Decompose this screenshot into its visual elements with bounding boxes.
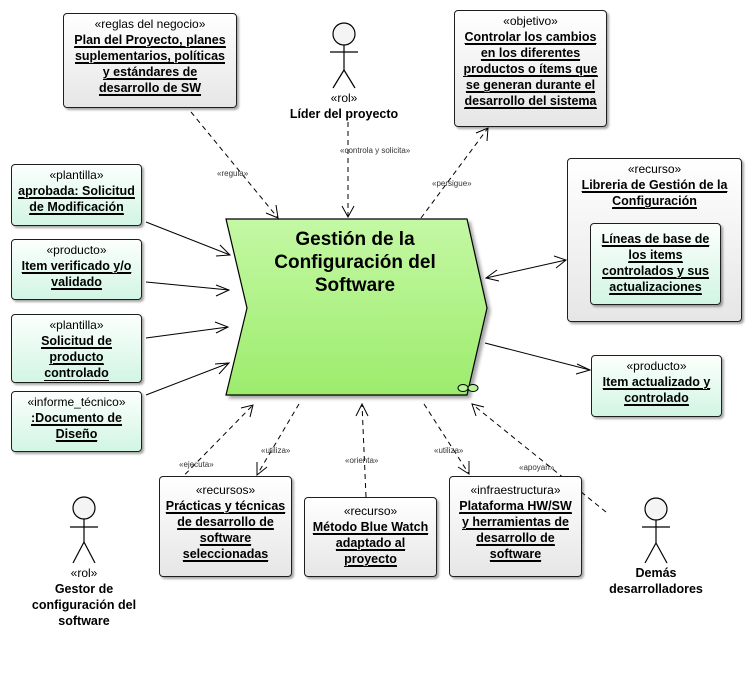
element-title-line: proyecto — [344, 552, 397, 567]
element-title-line: seleccionadas — [182, 547, 269, 562]
label-apoyan: «apoyan» — [519, 463, 555, 472]
utiliza1-connector — [256, 403, 300, 476]
orienta-connector — [361, 403, 367, 498]
label-utiliza-1: «utiliza» — [261, 446, 291, 455]
stereotype: «plantilla» — [49, 318, 104, 332]
element-title-line: Líneas de base de — [601, 232, 710, 247]
element-title-line: desarrollo de — [476, 531, 555, 546]
actor-gestor-label: «rol» Gestor de configuración del softwa… — [14, 565, 154, 629]
stereotype: «objetivo» — [503, 14, 558, 28]
actor-lider-label: «rol» Líder del proyecto — [274, 90, 414, 122]
element-item-verificado[interactable]: «producto» Item verificado y/o validado — [11, 239, 142, 300]
stereotype: «recurso» — [627, 162, 682, 176]
element-title-line: controlado — [624, 391, 689, 406]
process-chain-icon — [457, 384, 479, 392]
actor-demas-icon[interactable] — [642, 497, 670, 564]
element-title-line: controlado — [44, 366, 109, 381]
element-reglas-negocio[interactable]: «reglas del negocio» Plan del Proyecto, … — [63, 13, 237, 108]
element-practicas-tecnicas[interactable]: «recursos» Prácticas y técnicas de desar… — [159, 476, 292, 577]
process-title-line: Configuración del — [274, 252, 436, 273]
actor-name: Demás — [635, 566, 677, 580]
element-title-line: Solicitud de — [41, 334, 112, 349]
stereotype: «plantilla» — [49, 168, 104, 182]
actor-stereotype: «rol» — [330, 91, 358, 105]
element-title-line: software — [199, 531, 252, 546]
element-solicitud-producto[interactable]: «plantilla» Solicitud de producto contro… — [11, 314, 142, 383]
element-objetivo[interactable]: «objetivo» Controlar los cambios en los … — [454, 10, 607, 127]
actor-lider-icon[interactable] — [330, 22, 358, 89]
element-title-line: Plan del Proyecto, planes — [74, 33, 226, 48]
element-title-line: suplementarios, políticas — [74, 49, 226, 64]
element-plataforma-hw-sw[interactable]: «infraestructura» Plataforma HW/SW y her… — [449, 476, 582, 577]
assoc-producto2 — [484, 342, 591, 371]
element-lineas-base[interactable]: Líneas de base de los items controlados … — [590, 223, 721, 305]
element-title-line: desarrollo del sistema — [464, 94, 597, 109]
element-title-line: Diseño — [55, 427, 98, 442]
element-title-line: Plataforma HW/SW — [459, 499, 572, 514]
element-title-line: de desarrollo de — [177, 515, 274, 530]
label-regula: «regula» — [217, 169, 249, 178]
stereotype: «informe_técnico» — [27, 395, 126, 409]
process-title: Gestión de la Configuración del Software — [240, 228, 470, 297]
label-orienta: «orienta» — [345, 456, 379, 465]
element-title-line: Método Blue Watch — [312, 520, 429, 535]
element-documento-diseno[interactable]: «informe_técnico» :Documento de Diseño — [11, 391, 142, 452]
process-title-line: Software — [314, 275, 396, 296]
element-title-line: controlados y sus — [602, 264, 709, 279]
element-title-line: :Documento de — [31, 411, 122, 426]
element-title-line: y estándares de — [102, 65, 198, 80]
stereotype: «producto» — [626, 359, 687, 373]
assoc-plantilla1 — [145, 221, 231, 256]
element-title-line: producto — [49, 350, 104, 365]
process-title-line: Gestión de la — [295, 229, 415, 250]
element-title-line: y herramientas de — [462, 515, 569, 530]
label-ejecuta: «ejecuta» — [179, 460, 214, 469]
element-title-line: Prácticas y técnicas — [165, 499, 286, 514]
stereotype: «reglas del negocio» — [94, 17, 206, 31]
element-title-line: aprobada: Solicitud — [18, 184, 135, 199]
element-title-line: validado — [51, 275, 102, 290]
element-item-actualizado[interactable]: «producto» Item actualizado y controlado — [591, 355, 722, 417]
actor-name: Gestor de — [54, 582, 114, 596]
element-plantilla-aprobada[interactable]: «plantilla» aprobada: Solicitud de Modif… — [11, 164, 142, 226]
actor-name: configuración del — [31, 598, 137, 612]
element-title-line: de Modificación — [29, 200, 124, 215]
element-metodo-blue-watch[interactable]: «recurso» Método Blue Watch adaptado al … — [304, 497, 437, 577]
element-title-line: Item actualizado y — [602, 375, 711, 390]
element-title-line: software — [489, 547, 542, 562]
actor-gestor-icon[interactable] — [70, 496, 98, 564]
stereotype: «producto» — [46, 243, 107, 257]
element-title-line: en los diferentes — [480, 46, 581, 61]
element-title-line: Configuración — [612, 194, 697, 209]
stereotype: «recurso» — [343, 504, 398, 518]
stereotype: «infraestructura» — [470, 483, 561, 497]
actor-name: desarrolladores — [609, 582, 703, 596]
assoc-libreria — [485, 259, 567, 279]
actor-stereotype: «rol» — [70, 566, 98, 580]
persigue-connector — [420, 127, 489, 219]
utiliza2-connector — [423, 403, 470, 475]
assoc-producto1 — [145, 281, 230, 291]
element-title-line: Libreria de Gestión de la — [581, 178, 728, 193]
label-utiliza-2: «utiliza» — [434, 446, 464, 455]
stereotype: «recursos» — [195, 483, 256, 497]
assoc-informe — [145, 362, 230, 396]
actor-demas-label: Demás desarrolladores — [586, 565, 726, 597]
element-title-line: los items — [628, 248, 683, 263]
element-title-line: desarrollo de SW — [98, 81, 202, 96]
actor-name: Líder del proyecto — [289, 107, 399, 121]
element-title-line: productos o ítems que — [463, 62, 598, 77]
element-title-line: se generan durante el — [465, 78, 596, 93]
regula-connector — [190, 111, 279, 219]
label-controla: «controla y solicita» — [340, 146, 411, 155]
element-title-line: actualizaciones — [609, 280, 702, 295]
element-title-line: Item verificado y/o — [21, 259, 132, 274]
element-title-line: Controlar los cambios — [464, 30, 597, 45]
element-title-line: adaptado al — [335, 536, 406, 551]
actor-name: software — [58, 614, 110, 628]
assoc-plantilla2 — [145, 326, 229, 339]
label-persigue: «persigue» — [432, 179, 472, 188]
